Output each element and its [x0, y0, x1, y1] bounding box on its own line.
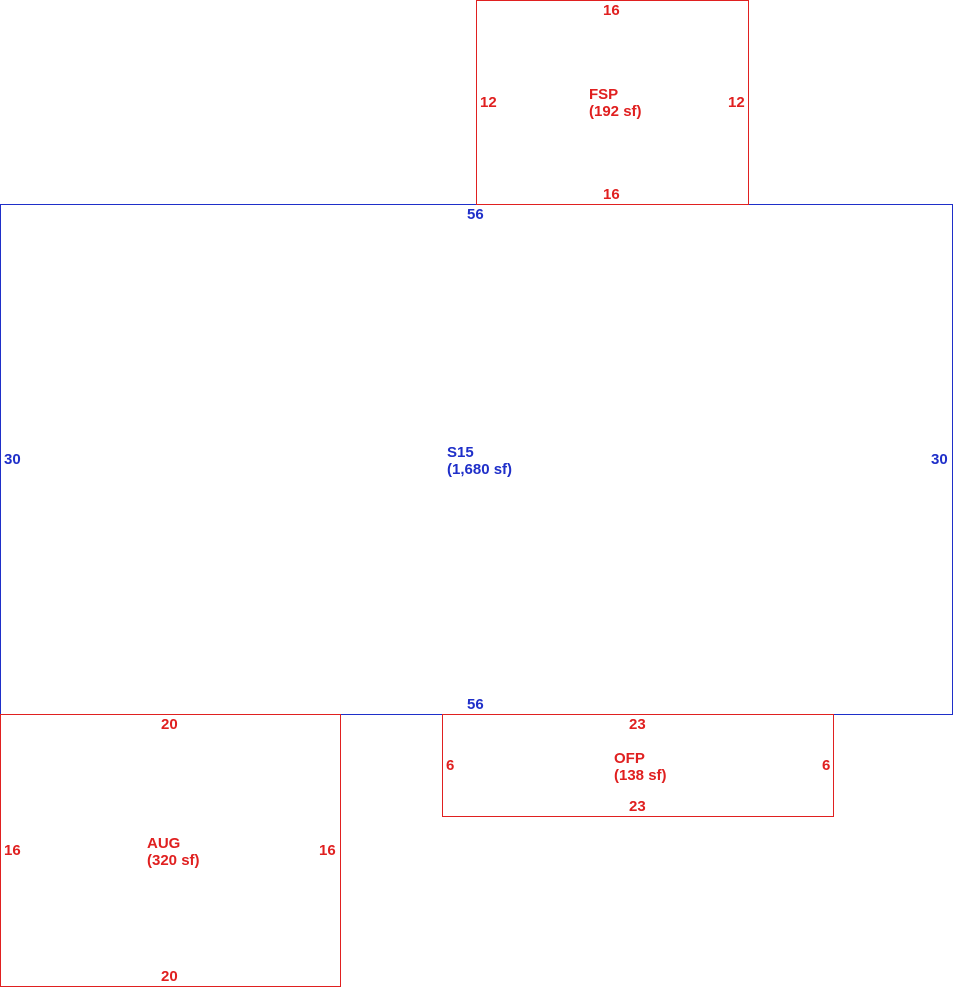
s15-code: S15 — [447, 444, 474, 461]
fsp-bottom-dimension: 16 — [603, 186, 620, 203]
aug-right-dimension: 16 — [319, 842, 336, 859]
ofp-area-outline — [442, 714, 834, 817]
ofp-square-footage: (138 sf) — [614, 767, 667, 784]
fsp-left-dimension: 12 — [480, 94, 497, 111]
s15-label: S15 (1,680 sf) — [447, 444, 512, 478]
aug-label: AUG (320 sf) — [147, 835, 200, 869]
s15-square-footage: (1,680 sf) — [447, 461, 513, 478]
fsp-square-footage: (192 sf) — [589, 103, 642, 120]
s15-top-dimension: 56 — [467, 206, 484, 223]
ofp-label: OFP (138 sf) — [614, 750, 667, 784]
s15-left-dimension: 30 — [4, 451, 21, 468]
fsp-code: FSP — [589, 86, 619, 103]
aug-bottom-dimension: 20 — [161, 968, 178, 985]
aug-code: AUG — [147, 835, 181, 852]
fsp-area-outline — [476, 0, 749, 205]
ofp-right-dimension: 6 — [822, 757, 831, 774]
aug-left-dimension: 16 — [4, 842, 21, 859]
fsp-top-dimension: 16 — [603, 2, 620, 19]
ofp-code: OFP — [614, 750, 645, 767]
ofp-left-dimension: 6 — [446, 757, 455, 774]
aug-top-dimension: 20 — [161, 716, 178, 733]
s15-bottom-dimension: 56 — [467, 696, 484, 713]
aug-square-footage: (320 sf) — [147, 852, 200, 869]
ofp-top-dimension: 23 — [629, 716, 646, 733]
ofp-bottom-dimension: 23 — [629, 798, 646, 815]
s15-right-dimension: 30 — [931, 451, 948, 468]
fsp-label: FSP (192 sf) — [589, 86, 642, 120]
fsp-right-dimension: 12 — [728, 94, 745, 111]
aug-area-outline — [0, 714, 341, 987]
